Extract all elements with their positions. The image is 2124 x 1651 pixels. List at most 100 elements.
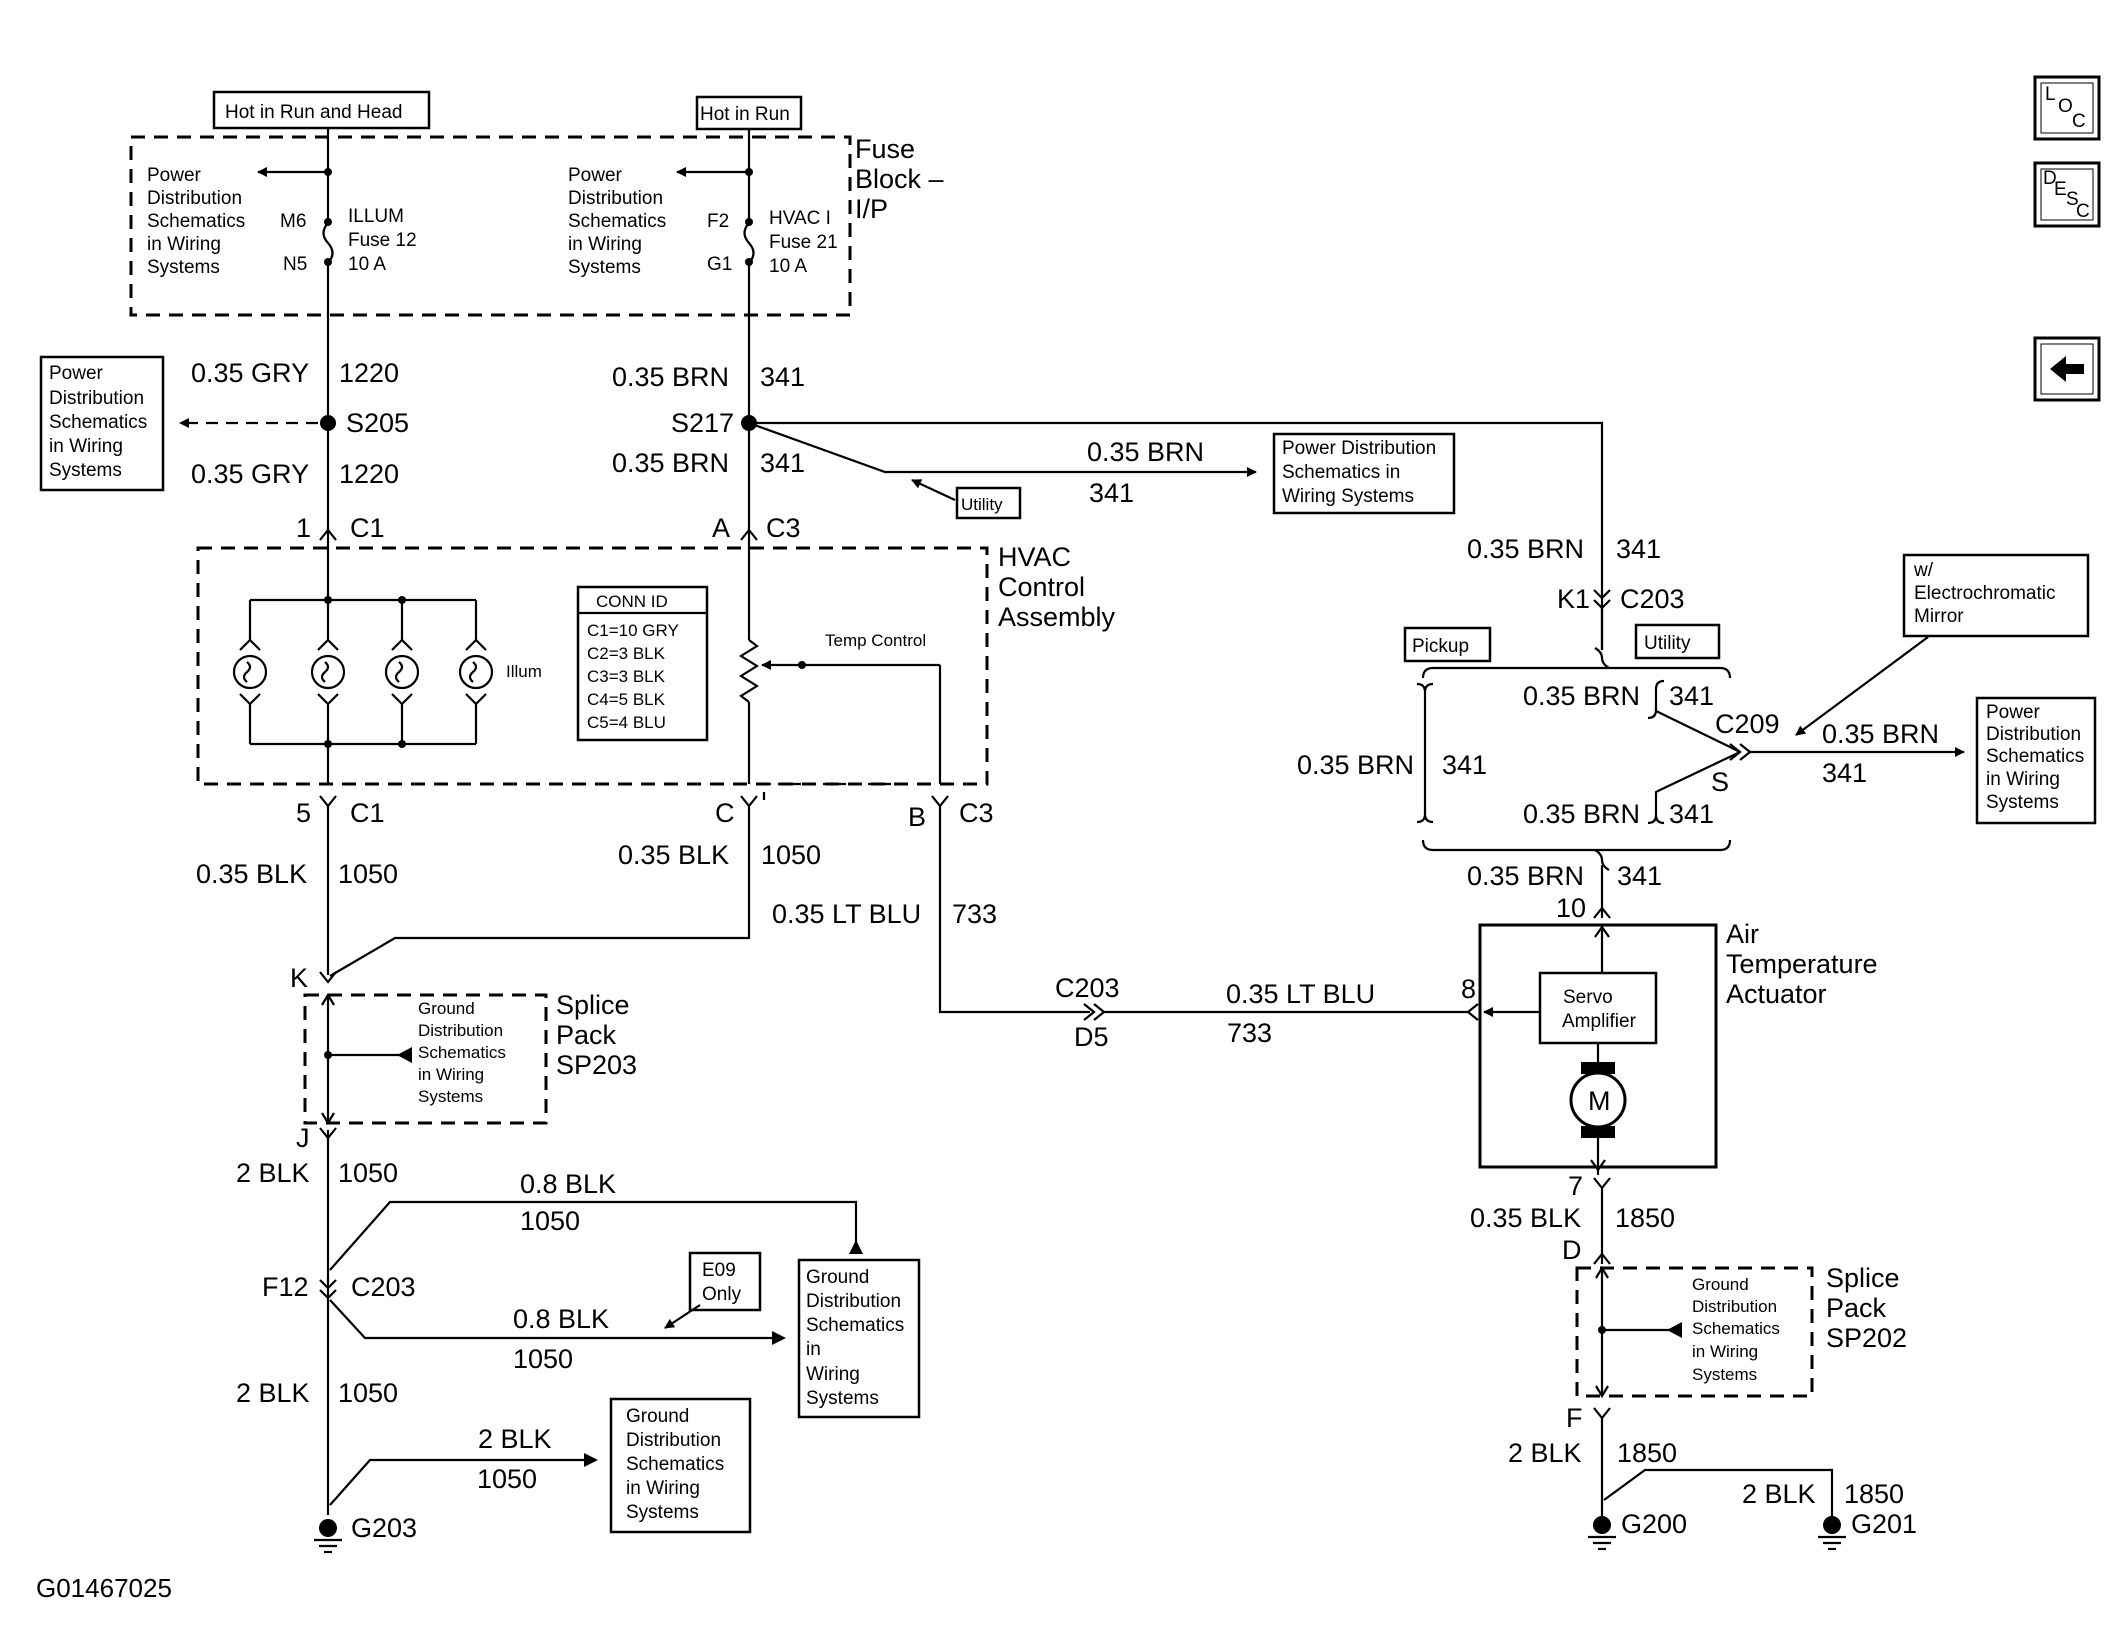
wire-brn-lo-circuit: 341 <box>1669 799 1714 829</box>
svg-text:C5=4 BLU: C5=4 BLU <box>587 713 666 732</box>
splice-s217: S217 <box>671 408 734 438</box>
gd-box-bottom: Ground Distribution Schematics in Wiring… <box>609 1397 752 1534</box>
c3-connector-dash <box>762 782 905 800</box>
pin7-connector <box>1593 1177 1611 1190</box>
svg-text:CONN ID: CONN ID <box>596 592 668 611</box>
pin-j: J <box>296 1123 310 1153</box>
arrow-gd-mid-2 <box>772 1331 786 1345</box>
wire-2blk-1-circuit: 1050 <box>338 1158 398 1188</box>
svg-text:Hot in Run and Head: Hot in Run and Head <box>225 102 402 123</box>
wire-08blk-1-circuit: 1050 <box>520 1206 580 1236</box>
wire-2blk-right-2: 2 BLK <box>1742 1479 1816 1509</box>
pin-g1: G1 <box>707 254 732 275</box>
pin10-connector <box>1593 906 1611 919</box>
ground-g201-symbol <box>1818 1516 1846 1551</box>
figure-id: G01467025 <box>36 1573 172 1603</box>
back-button[interactable] <box>2033 336 2101 402</box>
pin-f: F <box>1566 1403 1583 1433</box>
svg-text:M: M <box>1588 1086 1611 1116</box>
arrow-gd-mid <box>849 1240 863 1254</box>
motor-symbol: M <box>1569 1062 1627 1138</box>
wire-brn-upper: 0.35 BRN <box>612 362 729 392</box>
illum-fuse-circuit <box>257 128 334 420</box>
wire-blk-1: 0.35 BLK <box>196 859 307 889</box>
wire-2blk-to-g201 <box>1603 1468 1834 1516</box>
sp202-arrow <box>1667 1322 1682 1338</box>
wire-ltblu-2: 0.35 LT BLU <box>1226 979 1375 1009</box>
wire-brn-v2-circuit: 341 <box>1617 861 1662 891</box>
ground-g203-symbol <box>314 1519 342 1554</box>
c3-pin-a: A <box>712 513 730 543</box>
pd-box-middle: Power Distribution Schematics in Wiring … <box>1272 432 1456 515</box>
wire-08blk-upper <box>329 1200 858 1271</box>
wire-blk-2-circuit: 1050 <box>761 840 821 870</box>
ground-g200: G200 <box>1621 1509 1687 1539</box>
desc-button[interactable]: D E S C <box>2033 161 2101 228</box>
svg-text:Servo: Servo <box>1563 987 1613 1008</box>
pin-k1: K1 <box>1557 584 1590 614</box>
svg-text:Power Distribution Schem: Power Distribution Schematics in Wiring … <box>1282 438 1441 507</box>
svg-text:C3=3 BLK: C3=3 BLK <box>587 667 666 686</box>
hvac-control-outline <box>196 546 989 786</box>
loc-button[interactable]: L O C <box>2033 75 2101 141</box>
hvac-control-label: HVAC Control Assembly <box>998 542 1116 632</box>
motor-out-arrow <box>1590 1159 1606 1172</box>
servo-amplifier-box: Servo Amplifier <box>1538 971 1658 1045</box>
svg-text:E: E <box>2054 179 2067 200</box>
c1-pin-1: 1 <box>296 513 311 543</box>
bracket-tick-top <box>1594 647 1610 669</box>
svg-text:w/: w/ <box>1913 560 1934 581</box>
c1-bottom-connector <box>319 795 337 808</box>
wire-2blk-2: 2 BLK <box>236 1378 310 1408</box>
c203-f12-label: C203 <box>351 1272 416 1302</box>
bracket-left <box>1416 682 1434 824</box>
label-utility-1: Utility <box>955 486 1022 520</box>
svg-text:Electrochromatic: Electrochromatic <box>1914 583 2056 604</box>
arrow-gd-bottom <box>584 1453 598 1467</box>
wire-blk-right-circuit: 1850 <box>1615 1203 1675 1233</box>
wire-brn-lower-circuit: 341 <box>760 448 805 478</box>
wire-ltblu-2-circuit: 733 <box>1227 1018 1272 1048</box>
label-hot-run: Hot in Run <box>695 95 803 131</box>
gd-schematics-sp203: Ground Distribution Schematics in Wiring… <box>418 999 511 1106</box>
ground-g201: G201 <box>1851 1509 1917 1539</box>
ground-g203: G203 <box>351 1513 417 1543</box>
c1-top-connector <box>319 528 337 541</box>
wire-brn-lo-label: 0.35 BRN <box>1523 799 1640 829</box>
bracket-upper <box>1647 679 1665 720</box>
pin-d: D <box>1562 1235 1582 1265</box>
wire-brn-horizontal-circuit: 341 <box>1089 478 1134 508</box>
wire-08blk-2: 0.8 BLK <box>513 1304 609 1334</box>
illum-fuse-label: ILLUM Fuse 12 10 A <box>348 206 422 275</box>
wire-blk-2: 0.35 BLK <box>618 840 729 870</box>
svg-text:C1=10 GRY: C1=10 GRY <box>587 621 679 640</box>
conn-id-table: CONN ID C1=10 GRY C2=3 BLK C3=3 BLK C4=5… <box>576 585 709 742</box>
pd-box-left: Power Distribution Schematics in Wiring … <box>39 355 165 492</box>
wire-2blk-1: 2 BLK <box>236 1158 310 1188</box>
pin-d5: D5 <box>1074 1022 1109 1052</box>
c3-top-connector <box>740 528 758 541</box>
sp203-bus-ends <box>321 992 335 1126</box>
pd-box-right: Power Distribution Schematics in Wiring … <box>1975 696 2097 825</box>
c209-label: C209 <box>1715 709 1780 739</box>
svg-text:C: C <box>2076 201 2090 222</box>
svg-text:L: L <box>2045 84 2056 105</box>
wire-brn-upper-circuit: 341 <box>760 362 805 392</box>
svg-text:Pickup: Pickup <box>1412 636 1469 657</box>
svg-text:Power Distribution: Power Distribution Schematics in Wiring … <box>49 363 152 481</box>
temp-control-label: Temp Control <box>825 631 926 650</box>
wire-ltblu-1-circuit: 733 <box>952 899 997 929</box>
e09-arrow <box>664 1304 701 1329</box>
wire-gry-upper-circuit: 1220 <box>339 358 399 388</box>
pin-10: 10 <box>1556 893 1586 923</box>
c3-bottom-connector-c <box>740 795 758 808</box>
illum-lamp-bank <box>232 548 494 784</box>
wire-08blk-1: 0.8 BLK <box>520 1169 616 1199</box>
pin-8: 8 <box>1461 974 1476 1004</box>
f-connector <box>1593 1407 1611 1420</box>
option-bracket-bottom <box>1421 839 1732 852</box>
svg-text:Utility: Utility <box>961 495 1003 514</box>
wire-brn-lo <box>1647 751 1741 825</box>
wire-blk-c-to-k <box>329 806 751 977</box>
svg-text:Mirror: Mirror <box>1914 606 1964 627</box>
